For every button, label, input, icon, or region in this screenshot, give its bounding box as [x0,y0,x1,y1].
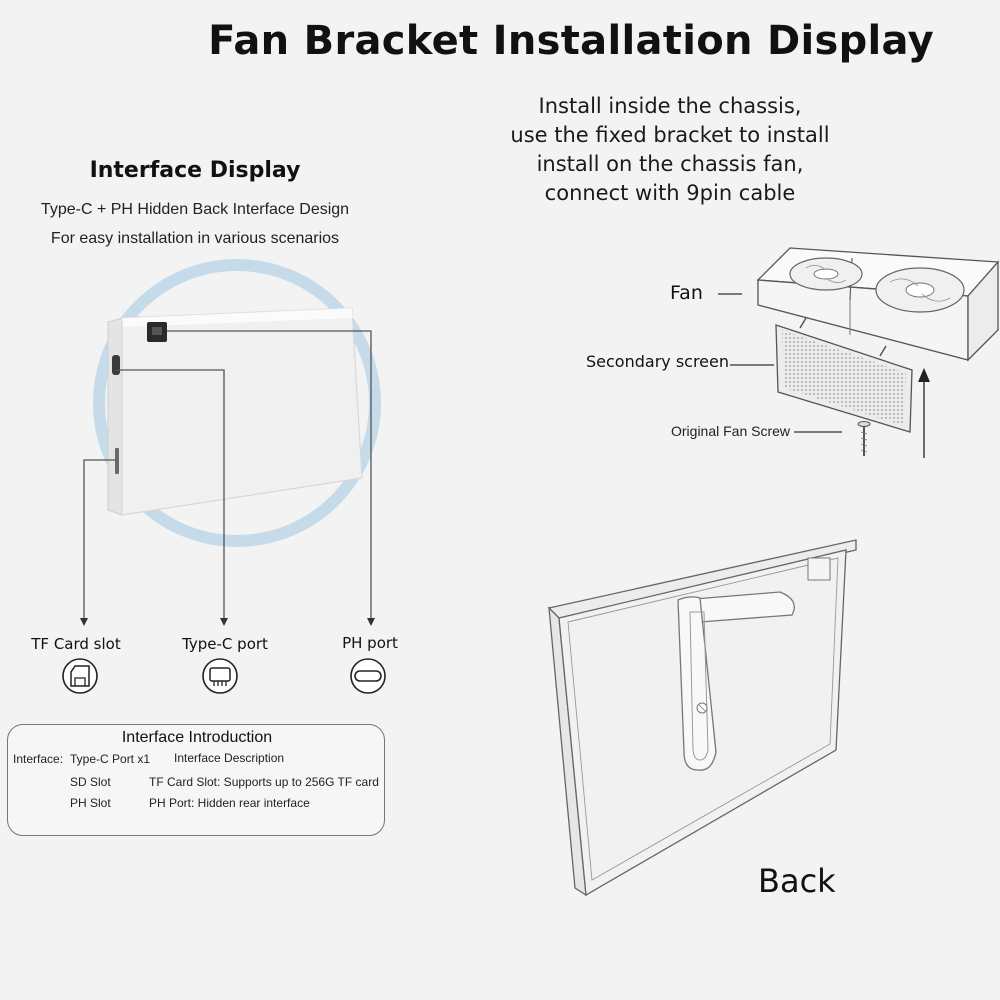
install-line-2: use the fixed bracket to install [510,123,830,147]
ph-port-icon [350,658,386,694]
tf-slot [115,448,119,474]
fan-label: Fan [670,282,703,304]
secondary-screen-panel [775,317,913,433]
leader-arrows [80,618,375,626]
install-line-4: connect with 9pin cable [544,181,796,205]
leader-lines [83,330,372,618]
fan-assembly [756,247,1000,362]
interface-subtitle-line-1: Type-C + PH Hidden Back Interface Design [40,201,350,218]
interface-display-title: Interface Display [89,158,301,183]
interface-display-subtitle: Type-C + PH Hidden Back Interface Design… [10,195,380,253]
interface-label: Interface: [13,752,64,766]
install-line-1: Install inside the chassis, [538,94,802,118]
interface-introduction-title: Interface Introduction [121,729,273,746]
interface-subtitle-line-2: For easy installation in various scenari… [50,230,340,247]
intro-desc-header: Interface Description [174,751,285,765]
typec-connector [112,355,120,375]
device-highlight-ring [93,259,381,547]
type-c-port-icon [202,658,238,694]
back-panel [547,539,857,897]
intro-port-3: PH Slot [70,796,111,810]
page-title: Fan Bracket Installation Display [208,18,934,64]
intro-port-2: SD Slot [70,775,111,789]
type-c-port-label: Type-C port [182,635,268,653]
interface-introduction-box: Interface Introduction Interface: Type-C… [7,724,385,836]
fixed-bracket [677,591,795,771]
back-label: Back [758,862,836,900]
ph-port-label: PH port [342,634,398,652]
install-arrow-up [918,368,930,458]
install-instructions: Install inside the chassis, use the fixe… [480,92,860,208]
fan-label-lines [718,293,842,433]
intro-desc-1: TF Card Slot: Supports up to 256G TF car… [149,775,379,789]
tf-card-slot-icon [62,658,98,694]
original-fan-screw-label: Original Fan Screw [671,423,791,439]
tf-card-slot-label: TF Card slot [31,635,121,653]
install-line-3: install on the chassis fan, [536,152,804,176]
fan-screw [857,421,871,456]
intro-port-1: Type-C Port x1 [70,752,151,766]
secondary-screen-label: Secondary screen [586,352,730,371]
intro-desc-2: PH Port: Hidden rear interface [149,796,310,810]
device-board [107,307,363,516]
